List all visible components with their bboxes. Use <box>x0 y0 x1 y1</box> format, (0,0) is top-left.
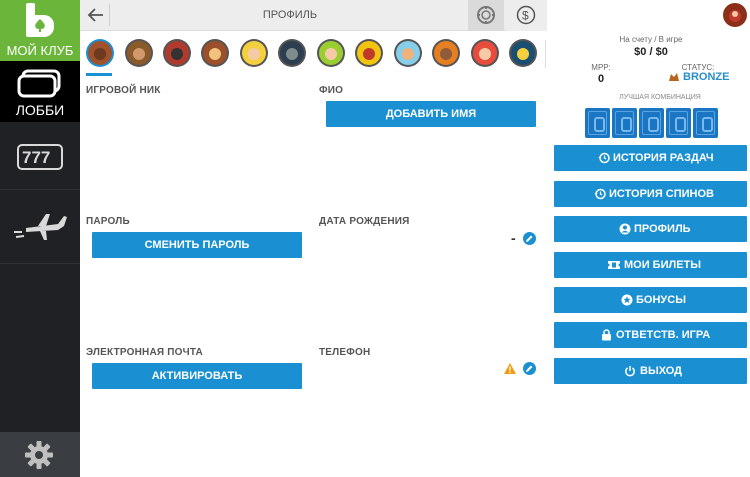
add-name-button[interactable]: ДОБАВИТЬ ИМЯ <box>326 101 536 127</box>
play-money-button[interactable] <box>468 0 504 31</box>
avatar-option[interactable] <box>354 38 384 68</box>
mpr-label: МРР: <box>591 63 611 72</box>
sidebar-item-settings[interactable] <box>0 432 80 477</box>
birthdate-label: ДАТА РОЖДЕНИЯ <box>319 216 410 227</box>
phone-label: ТЕЛЕФОН <box>319 347 371 358</box>
avatar-option[interactable] <box>508 38 538 68</box>
combo-card <box>693 108 718 138</box>
ticket-icon <box>608 261 620 269</box>
menu-label: ПРОФИЛЬ <box>634 223 691 235</box>
status-badge: BRONZE <box>668 71 738 83</box>
pencil-icon <box>526 235 533 242</box>
edit-birthdate-button[interactable] <box>523 232 536 245</box>
status-value: BRONZE <box>683 71 730 83</box>
edit-phone-button[interactable] <box>523 362 536 375</box>
menu-label: МОИ БИЛЕТЫ <box>624 259 702 271</box>
user-icon <box>619 223 631 235</box>
avatar-picker <box>80 38 547 78</box>
my-tickets-button[interactable]: МОИ БИЛЕТЫ <box>554 252 747 278</box>
combo-card <box>639 108 664 138</box>
profile-button[interactable]: ПРОФИЛЬ <box>554 216 747 242</box>
avatar-option[interactable] <box>239 38 269 68</box>
menu-label: ИСТОРИЯ РАЗДАЧ <box>613 152 714 164</box>
sidebar-item-lobby[interactable]: ЛОББИ <box>0 61 80 122</box>
history-icon <box>598 152 610 164</box>
sidebar-item-label: МОЙ КЛУБ <box>6 43 74 58</box>
combo-card <box>612 108 637 138</box>
combo-card <box>585 108 610 138</box>
lobby-cards-icon <box>17 69 61 98</box>
avatar-option[interactable] <box>316 38 346 68</box>
page-title: ПРОФИЛЬ <box>262 9 318 21</box>
user-avatar[interactable] <box>722 2 748 28</box>
back-arrow-icon[interactable] <box>84 3 108 27</box>
lock-icon <box>602 329 611 341</box>
sidebar-item-my-club[interactable]: МОЙ КЛУБ <box>0 0 80 61</box>
power-icon <box>625 366 635 377</box>
sidebar-item-slots[interactable]: 777 <box>0 124 80 190</box>
airplane-icon <box>14 214 67 240</box>
pencil-icon <box>526 365 533 372</box>
menu-label: БОНУСЫ <box>636 294 686 306</box>
warning-icon <box>504 363 516 374</box>
dollar-icon: $ <box>516 5 536 25</box>
fio-label: ФИО <box>319 85 344 96</box>
hand-history-button[interactable]: ИСТОРИЯ РАЗДАЧ <box>554 145 747 171</box>
birthdate-value: - <box>511 230 516 246</box>
header-bar: ПРОФИЛЬ $ <box>80 0 547 31</box>
history-icon <box>594 188 606 200</box>
avatar-option[interactable] <box>431 38 461 68</box>
mpr-value: 0 <box>597 73 605 85</box>
nickname-label: ИГРОВОЙ НИК <box>86 85 161 96</box>
activate-email-button[interactable]: АКТИВИРОВАТЬ <box>92 363 302 389</box>
avatar-option[interactable] <box>200 38 230 68</box>
sidebar: МОЙ КЛУБ ЛОББИ 777 <box>0 0 80 477</box>
email-label: ЭЛЕКТРОННАЯ ПОЧТА <box>86 347 203 358</box>
gear-icon <box>25 441 53 469</box>
header-divider <box>109 4 110 26</box>
combo-card <box>666 108 691 138</box>
menu-label: ВЫХОД <box>640 365 683 377</box>
responsible-gaming-button[interactable]: ОТВЕТСТВ. ИГРА <box>554 322 747 348</box>
slots-777-icon: 777 <box>17 144 63 170</box>
menu-label: ИСТОРИЯ СПИНОВ <box>609 188 714 200</box>
poker-chip-icon <box>477 6 495 24</box>
selected-avatar-indicator <box>86 73 112 76</box>
avatar-option[interactable] <box>124 38 154 68</box>
club-logo-icon <box>26 3 54 37</box>
spin-history-button[interactable]: ИСТОРИЯ СПИНОВ <box>554 181 747 207</box>
change-password-button[interactable]: СМЕНИТЬ ПАРОЛЬ <box>92 232 302 258</box>
sidebar-item-aviator[interactable] <box>0 192 80 264</box>
menu-label: ОТВЕТСТВ. ИГРА <box>616 329 711 341</box>
real-money-button[interactable]: $ <box>506 0 547 31</box>
svg-text:$: $ <box>522 9 529 23</box>
svg-text:777: 777 <box>22 148 50 167</box>
avatar-option[interactable] <box>277 38 307 68</box>
avatar-option[interactable] <box>162 38 192 68</box>
avatar-option[interactable] <box>470 38 500 68</box>
best-combo-label: ЛУЧШАЯ КОМБИНАЦИЯ <box>619 94 701 101</box>
status-label: СТАТУС: <box>681 63 715 72</box>
sidebar-item-label: ЛОББИ <box>15 102 65 118</box>
avatar-option[interactable] <box>393 38 423 68</box>
star-icon <box>621 294 633 306</box>
balance-label: На счету / В игре <box>619 35 683 44</box>
bonuses-button[interactable]: БОНУСЫ <box>554 287 747 313</box>
lion-rank-icon <box>669 73 679 81</box>
logout-button[interactable]: ВЫХОД <box>554 358 747 384</box>
balance-value: $0 / $0 <box>634 46 668 58</box>
password-label: ПАРОЛЬ <box>86 216 130 227</box>
avatar-row-divider <box>545 40 546 68</box>
avatar-option[interactable] <box>85 38 115 68</box>
